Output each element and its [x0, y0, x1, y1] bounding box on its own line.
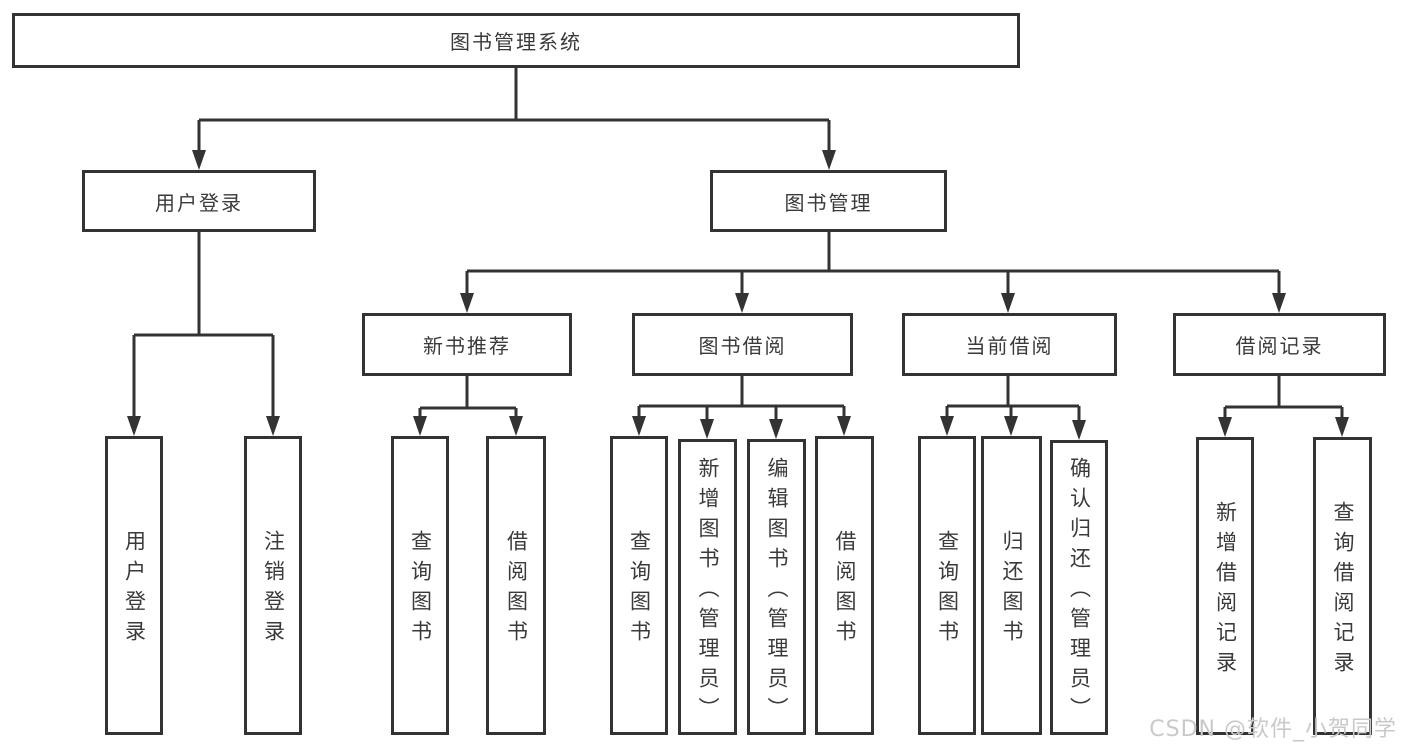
node-borrow-records-label: 借阅记录 — [1235, 334, 1324, 358]
connector-book-mgmt-to-level3 — [460, 232, 1286, 313]
node-leaf-rec-query-label: 查询图书 — [408, 530, 433, 650]
node-leaf-logout: 注销登录 — [244, 436, 302, 735]
connector-borrow-records-group — [1218, 376, 1349, 437]
node-leaf-bb-edit: 编辑图书（管理员） — [747, 439, 806, 735]
arrowhead — [735, 293, 749, 313]
node-book-mgmt-label: 图书管理 — [784, 190, 873, 215]
node-leaf-br-query-label: 查询借阅记录 — [1331, 500, 1355, 681]
arrowhead — [509, 416, 523, 436]
arrowhead — [192, 150, 206, 170]
connector-root-to-level2 — [192, 68, 836, 170]
arrowhead — [1072, 420, 1086, 440]
node-leaf-user-login-label: 用户登录 — [122, 530, 147, 650]
node-leaf-user-login: 用户登录 — [105, 436, 163, 735]
node-leaf-logout-label: 注销登录 — [261, 530, 286, 650]
node-leaf-bb-add-label: 新增图书（管理员） — [696, 456, 720, 727]
node-leaf-rec-query: 查询图书 — [391, 436, 449, 735]
node-new-book-rec-label: 新书推荐 — [423, 334, 511, 358]
arrowhead — [1001, 293, 1015, 313]
arrowhead — [837, 416, 851, 436]
node-root-label: 图书管理系统 — [450, 30, 582, 54]
node-leaf-bb-query-label: 查询图书 — [627, 530, 652, 650]
arrowhead — [700, 419, 714, 439]
node-leaf-rec-borrow-label: 借阅图书 — [504, 530, 529, 650]
connector-book-borrow-group — [632, 376, 851, 439]
node-leaf-cb-return: 归还图书 — [981, 436, 1042, 735]
node-leaf-bb-borrow-label: 借阅图书 — [833, 530, 857, 650]
node-leaf-br-add: 新增借阅记录 — [1196, 437, 1254, 735]
node-leaf-bb-borrow: 借阅图书 — [815, 436, 874, 735]
node-borrow-records: 借阅记录 — [1173, 313, 1386, 376]
node-user-login-label: 用户登录 — [155, 190, 243, 215]
arrowhead — [940, 416, 954, 436]
arrowhead — [769, 419, 783, 439]
node-leaf-bb-query: 查询图书 — [610, 436, 668, 735]
node-leaf-rec-borrow: 借阅图书 — [486, 436, 546, 735]
arrowhead — [460, 293, 474, 313]
connector-current-borrow-group — [940, 376, 1086, 440]
arrowhead — [413, 416, 427, 436]
node-leaf-cb-query-label: 查询图书 — [935, 530, 960, 650]
arrowhead — [822, 150, 836, 170]
arrowhead — [127, 416, 141, 436]
node-new-book-rec: 新书推荐 — [362, 313, 572, 376]
node-book-mgmt: 图书管理 — [710, 170, 947, 232]
connector-new-book-rec-group — [413, 376, 523, 436]
node-leaf-cb-confirm-label: 确认归还（管理员） — [1067, 457, 1092, 727]
node-current-borrow: 当前借阅 — [902, 313, 1117, 376]
node-leaf-br-add-label: 新增借阅记录 — [1213, 500, 1238, 681]
node-leaf-cb-confirm: 确认归还（管理员） — [1050, 440, 1108, 735]
arrowhead — [632, 416, 646, 436]
node-leaf-cb-query: 查询图书 — [918, 436, 976, 735]
node-user-login: 用户登录 — [82, 170, 316, 232]
arrowhead — [1335, 417, 1349, 437]
arrowhead — [1218, 417, 1232, 437]
node-book-borrow-label: 图书借阅 — [698, 334, 787, 358]
connector-user-login-group — [127, 232, 280, 436]
node-book-borrow: 图书借阅 — [632, 313, 853, 376]
arrowhead — [1272, 293, 1286, 313]
arrowhead — [266, 416, 280, 436]
arrowhead — [1004, 416, 1018, 436]
node-root: 图书管理系统 — [12, 13, 1020, 68]
watermark: CSDN @软件_小贺同学 — [1149, 717, 1397, 742]
node-current-borrow-label: 当前借阅 — [965, 334, 1054, 358]
node-leaf-br-query: 查询借阅记录 — [1313, 437, 1372, 735]
node-leaf-bb-add: 新增图书（管理员） — [678, 439, 737, 735]
node-leaf-bb-edit-label: 编辑图书（管理员） — [765, 456, 789, 727]
node-leaf-cb-return-label: 归还图书 — [1000, 530, 1024, 650]
